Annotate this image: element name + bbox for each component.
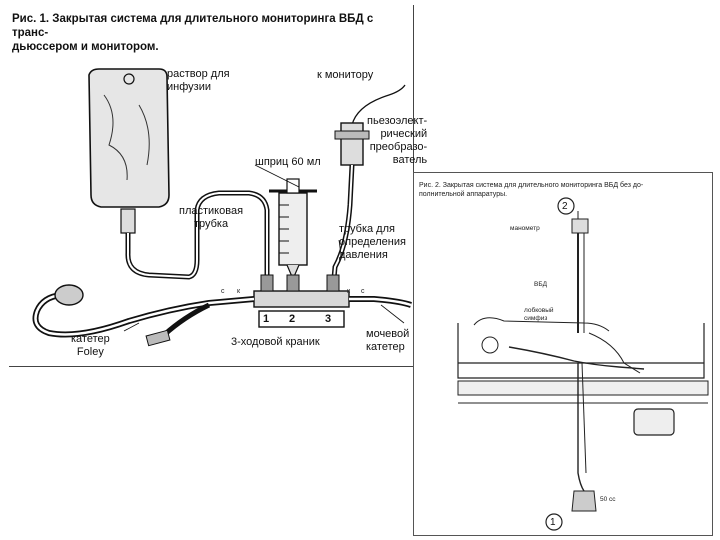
marker-1-circle [545,513,563,531]
figure-1-drawing [32,68,412,347]
drain-tube [577,363,585,492]
marker-2-circle [557,197,575,215]
transducer [340,122,364,166]
figure-2-panel: Рис. 2. Закрытая система для длительного… [413,172,713,536]
label-pressure-tube-line-3: давления [339,249,388,261]
stopcock-base [258,310,345,328]
label-syringe: шприц 60 мл [255,156,321,168]
label-plastic-tube-line-1: пластиковая [179,205,244,217]
patient-knee [481,336,499,354]
clamp-line [588,332,641,374]
label-pressure-tube-line-1: трубка для [339,223,395,235]
infusion-bag-hanger [123,73,135,85]
label-infusion-line-1: раствор для [167,68,230,80]
label-transducer-line-1: пьезоэлект- [367,115,428,127]
figure-2-caption-line-1: Рис. 2. Закрытая система для длительного… [419,182,644,189]
label-volume: 50 cc [600,496,616,503]
label-monitor: к монитору [317,69,374,81]
label-transducer-line-4: ватель [392,154,428,166]
label-transducer-line-2: рический [380,128,428,140]
label-iap: ВБД [534,281,548,288]
label-transducer-line-3: преобразо- [369,141,428,153]
label-pubic: лобковый симфиз [524,307,554,323]
marker-1-number: 1 [550,517,556,528]
label-pressure-tube-line-2: определения [339,236,406,248]
figure-2-caption: Рис. 2. Закрытая система для длительного… [419,181,711,199]
label-manometer: манометр [510,225,540,232]
figure-1-panel: Рис. 1. Закрытая система для длительного… [9,5,427,367]
label-foley-line-2: Foley [76,346,104,358]
label-urinary-line-1: мочевой [366,328,410,340]
small-letter-4: с [361,288,365,295]
device-box [633,408,675,436]
infusion-bag-fold [103,94,150,181]
label-infusion: раствор для инфузии [167,68,230,94]
label-urinary: мочевой катетер [366,328,409,354]
marker-2-number: 2 [562,201,568,212]
figure-1-caption-line-1: Рис. 1. Закрытая система для длительного… [12,13,374,39]
drip-chamber [120,208,136,234]
label-foley-line-1: катетер [71,333,110,345]
label-pubic-line-1: лобковый [524,307,554,314]
monitor-cable [351,84,406,126]
stopcock-manifold [253,290,350,308]
label-pubic-line-2: симфиз [524,315,548,322]
figure-2-caption-line-2: полнительной аппаратуры. [419,191,508,198]
label-pressure-tube: трубка для определения давления [339,223,406,262]
label-infusion-line-2: инфузии [167,81,211,93]
label-transducer: пьезоэлект- рический преобразо- ватель [367,115,427,167]
label-plastic-tube: пластиковая трубка [179,205,243,231]
port-number-2: 2 [289,313,296,325]
catheter-tube [508,346,645,370]
infusion-bag [88,68,170,208]
collection-bag [571,490,597,512]
small-letter-2: к [237,288,241,295]
figure-2-drawing [457,197,709,531]
label-stopcock: 3-ходовой краник [231,336,320,348]
small-letter-1: с [221,288,225,295]
patient-body [473,317,610,332]
foley-balloon [54,284,84,306]
figure-1-caption-line-2: дьюссером и монитором. [12,41,159,53]
port-number-1: 1 [263,313,270,325]
label-foley: катетер Foley [71,333,110,359]
label-urinary-line-2: катетер [366,341,405,353]
bed-outline [457,323,705,379]
figure-1-caption: Рис. 1. Закрытая система для длительного… [12,12,412,54]
label-plastic-tube-line-2: трубка [193,218,229,230]
manometer-top [571,218,589,234]
small-letter-3: к [347,288,351,295]
port-number-3: 3 [325,313,332,325]
